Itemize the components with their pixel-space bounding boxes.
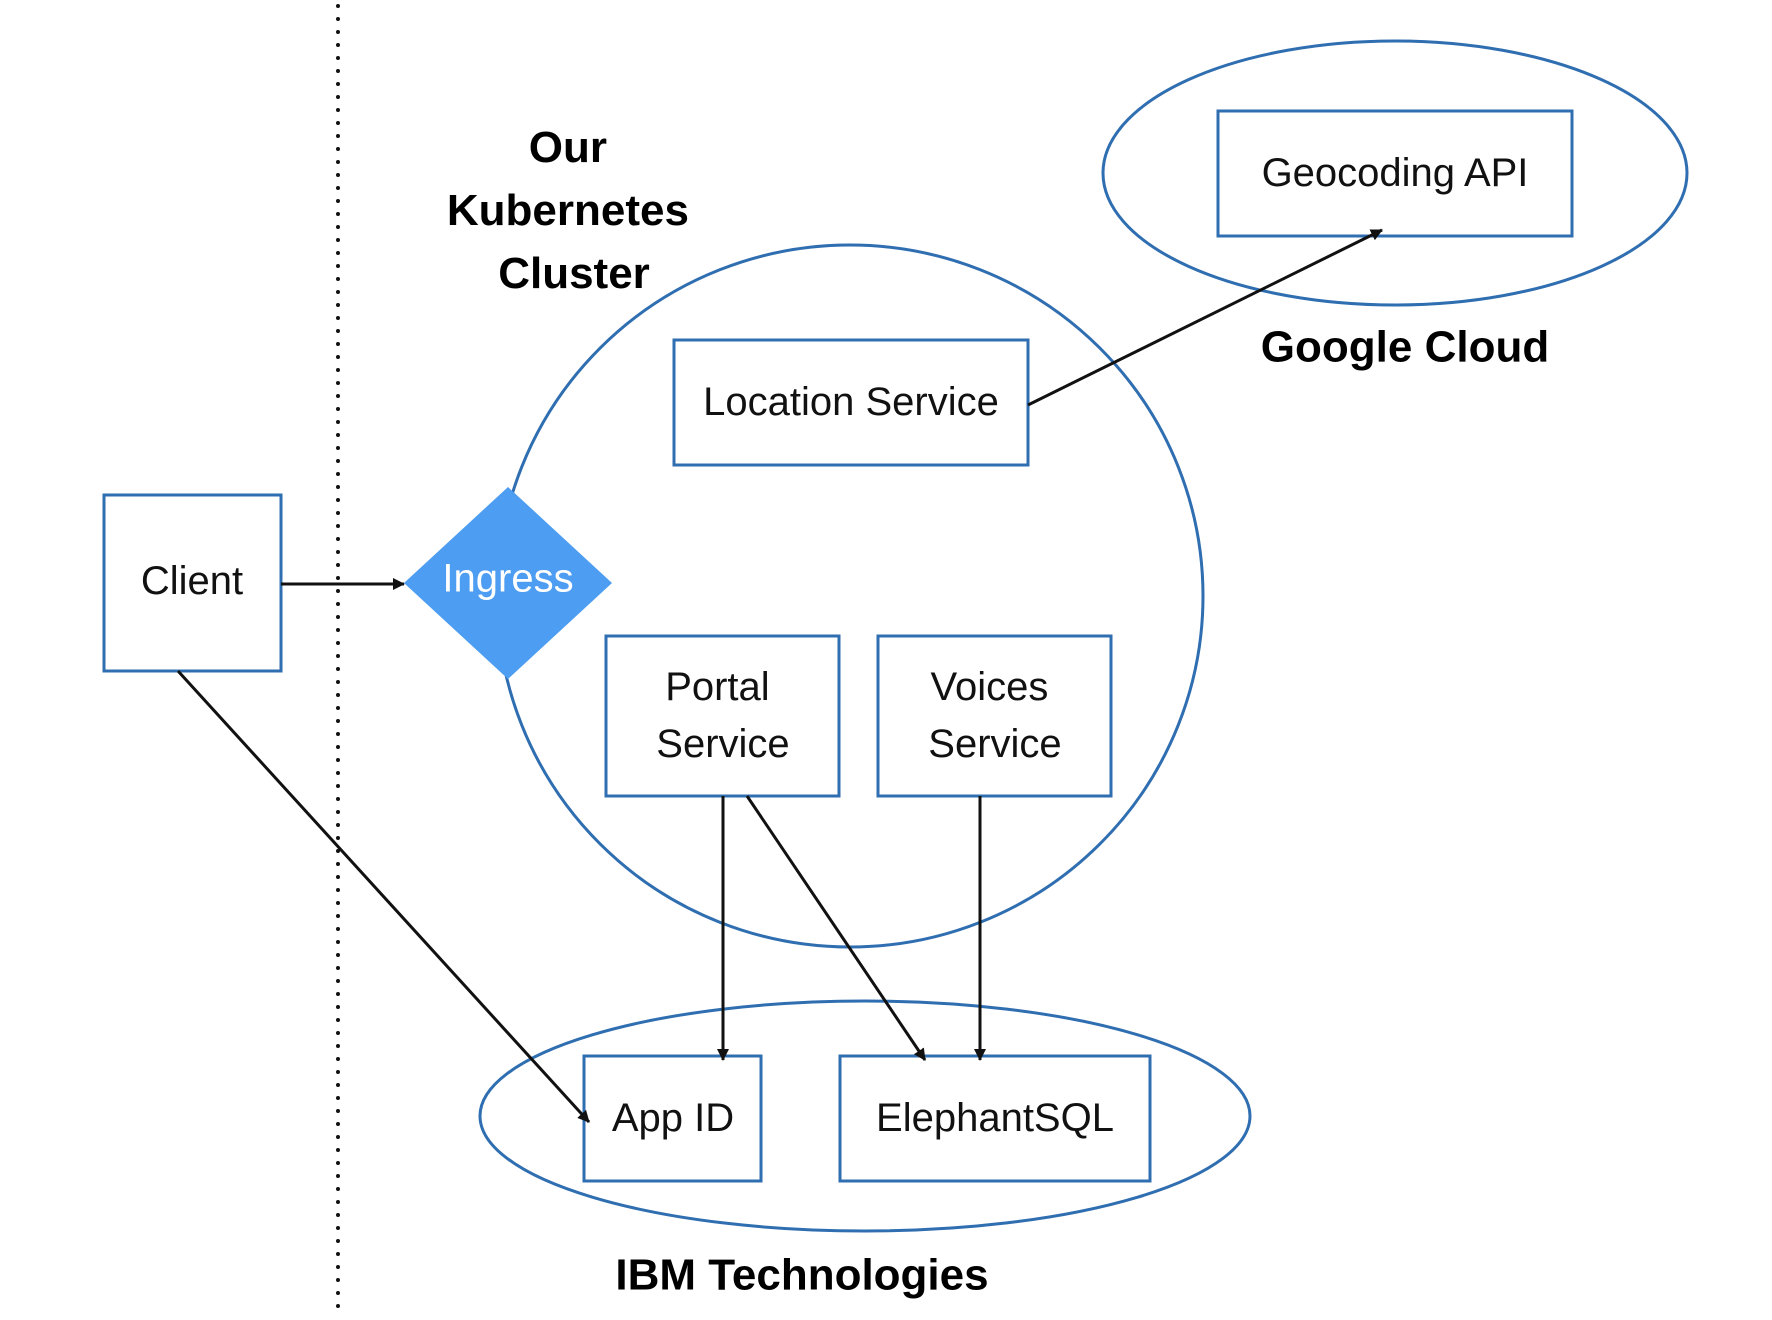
arrow-portal-to-elephant xyxy=(745,795,927,1061)
client-node: Client xyxy=(102,493,283,673)
ibm-technologies-label: IBM Technologies xyxy=(615,1251,988,1300)
app-id-node: App ID xyxy=(582,1054,763,1183)
connections xyxy=(176,228,1383,1124)
ibm-technologies-boundary xyxy=(478,999,1252,1233)
svg-text:ElephantSQL: ElephantSQL xyxy=(876,1096,1114,1140)
svg-text:Portal Service: Portal Service xyxy=(656,665,789,766)
portal-service-node: Portal Service xyxy=(604,634,841,798)
location-service-node: Location Service xyxy=(672,338,1030,467)
arrow-location-to-geocoding xyxy=(1027,228,1383,407)
svg-text:App ID: App ID xyxy=(612,1096,734,1140)
kubernetes-cluster-label: Our Kubernetes Cluster xyxy=(447,123,701,298)
voices-service-label-line: Voices xyxy=(931,665,1049,709)
google-cloud-boundary xyxy=(1101,39,1689,307)
svg-text:Client: Client xyxy=(141,559,243,603)
elephantsql-label: ElephantSQL xyxy=(876,1096,1114,1140)
svg-text:Location Service: Location Service xyxy=(703,380,999,424)
svg-text:Geocoding API: Geocoding API xyxy=(1262,151,1529,195)
ingress-node: Ingress xyxy=(404,487,612,679)
portal-service-label-line: Service xyxy=(656,722,789,766)
portal-service-label-line: Portal xyxy=(665,665,770,709)
geocoding-api-node: Geocoding API xyxy=(1216,109,1574,238)
client-label: Client xyxy=(141,559,243,603)
geocoding-api-label: Geocoding API xyxy=(1262,151,1529,195)
voices-service-node: Voices Service xyxy=(876,634,1113,798)
cluster-label-line: Our xyxy=(529,123,607,172)
elephantsql-node: ElephantSQL xyxy=(838,1054,1152,1183)
cluster-label-line: Cluster xyxy=(498,249,650,298)
arrow-client-to-appid xyxy=(176,669,591,1124)
ingress-label: Ingress xyxy=(442,557,573,601)
cluster-label-line: Kubernetes xyxy=(447,186,689,235)
location-service-label: Location Service xyxy=(703,380,999,424)
svg-text:Voices Service: Voices Service xyxy=(928,665,1061,766)
app-id-label: App ID xyxy=(612,1096,734,1140)
google-cloud-label: Google Cloud xyxy=(1261,323,1549,372)
voices-service-label-line: Service xyxy=(928,722,1061,766)
